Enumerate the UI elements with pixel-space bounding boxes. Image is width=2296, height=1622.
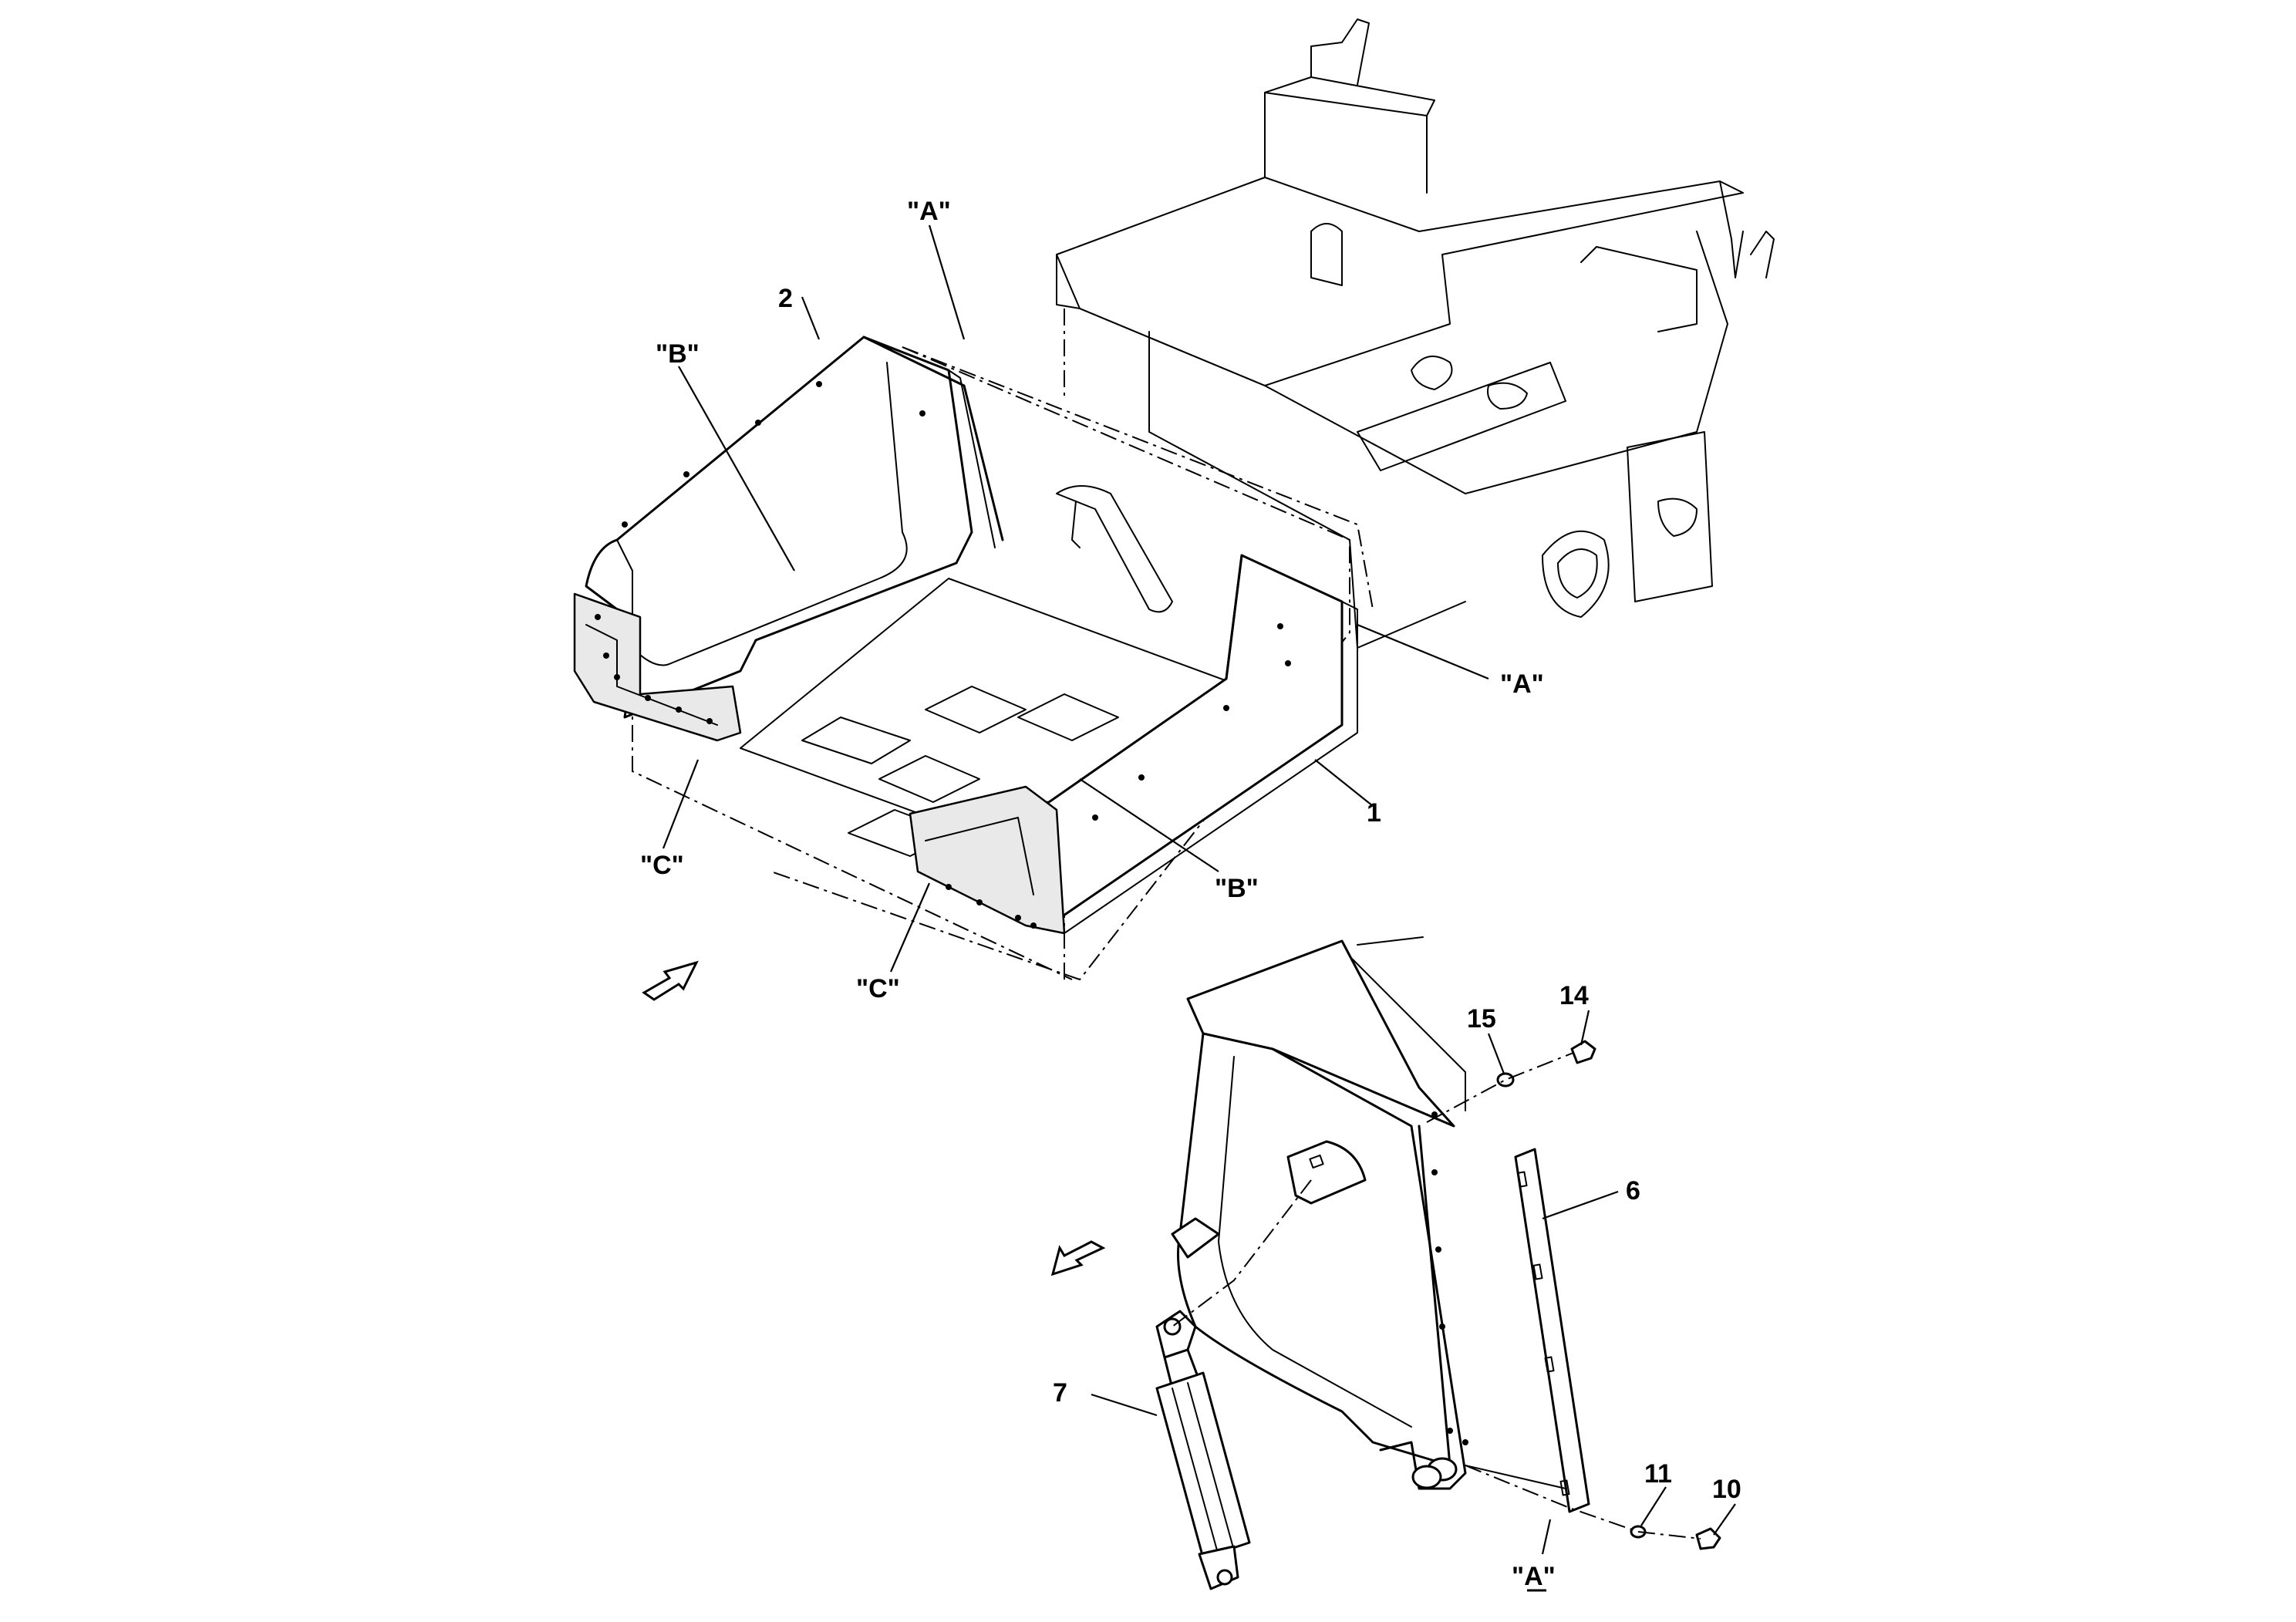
callout-part-7: 7 <box>1053 1378 1067 1408</box>
direction-arrow-icon <box>1050 1240 1106 1276</box>
callout-part-2: 2 <box>778 284 793 313</box>
callout-view-c-right: "C" <box>856 974 900 1003</box>
callout-part-10: 10 <box>1712 1475 1741 1504</box>
direction-arrow-icon <box>642 960 699 1001</box>
machine-frame <box>902 19 1775 649</box>
callout-view-a-right: "A" <box>1500 669 1544 699</box>
part-7-cylinder <box>1155 1310 1251 1590</box>
callout-part-1: 1 <box>1367 798 1381 828</box>
callout-labels: 2 "A" "B" "A" 1 "B" "C" "C" 14 15 6 7 11… <box>640 197 1741 1592</box>
callout-part-11: 11 <box>1644 1459 1672 1489</box>
fasteners <box>1496 1040 1721 1550</box>
callout-part-15: 15 <box>1467 1004 1496 1034</box>
callout-part-14: 14 <box>1559 981 1589 1010</box>
part-14-bolt <box>1570 1040 1596 1064</box>
part-15-washer <box>1496 1072 1515 1088</box>
callout-view-c-left: "C" <box>640 851 684 880</box>
callout-view-a-detail: "A" <box>1512 1562 1556 1591</box>
leader-lines <box>662 224 1736 1555</box>
callout-view-b-left: "B" <box>656 339 700 369</box>
left-hopper-wing <box>573 336 1004 742</box>
part-6-strip <box>1514 1148 1590 1513</box>
assembly-lines <box>1172 1052 1701 1539</box>
detail-hopper-wall <box>1171 936 1582 1490</box>
callout-view-b-right: "B" <box>1215 874 1259 903</box>
callout-view-a-top: "A" <box>907 197 951 226</box>
callout-part-6: 6 <box>1626 1176 1640 1206</box>
right-hopper-wing <box>909 554 1358 935</box>
